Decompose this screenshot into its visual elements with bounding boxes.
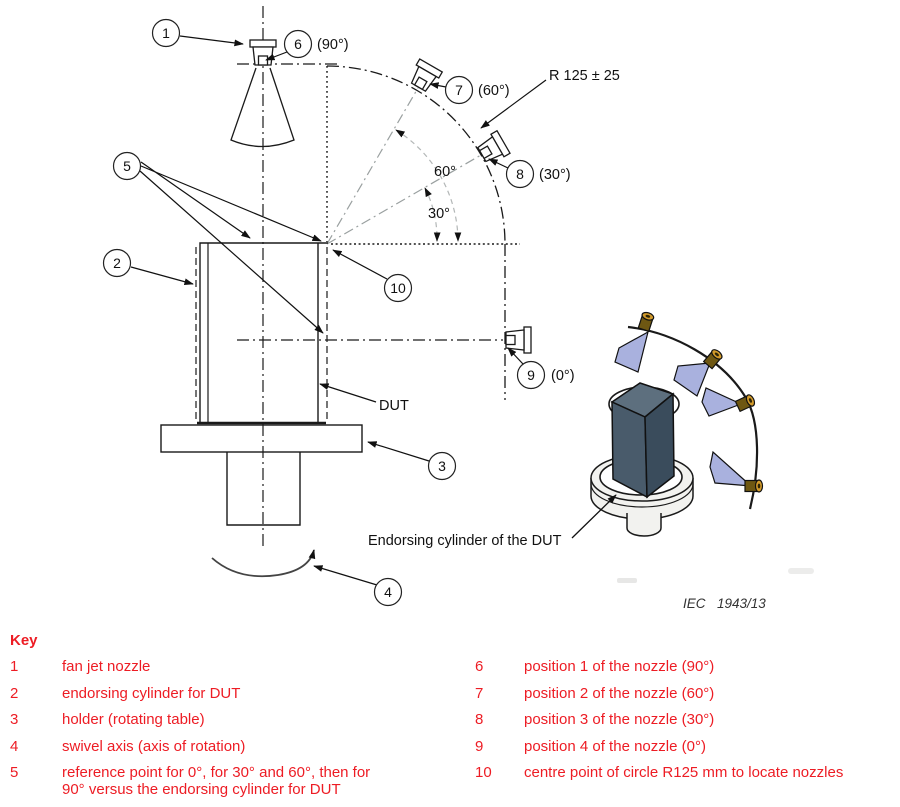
key-item-num: 6 bbox=[475, 658, 484, 675]
figure-caption-number: 1943/13 bbox=[717, 596, 766, 611]
dim-arc-30 bbox=[424, 187, 441, 242]
iso-nozzle-0 bbox=[744, 479, 764, 493]
key-item-6: 6 position 1 of the nozzle (90°) bbox=[475, 658, 843, 675]
pos-90-label: (90°) bbox=[317, 37, 349, 53]
endorsing-label: Endorsing cylinder of the DUT bbox=[368, 533, 562, 549]
key-item-num: 4 bbox=[10, 737, 19, 755]
iso-nozzle-60 bbox=[702, 349, 723, 370]
key-column-left: 1 fan jet nozzle 2 endorsing cylinder fo… bbox=[10, 658, 394, 807]
callout-1: 1 bbox=[162, 25, 170, 41]
dut-box-isometric bbox=[610, 382, 675, 499]
angle-30-label: 30° bbox=[428, 206, 450, 222]
test-setup-diagram: 60° 30° 1 bbox=[102, 6, 814, 611]
r125-leader bbox=[480, 79, 547, 129]
dut-leader bbox=[319, 383, 377, 403]
spray-cone bbox=[230, 67, 295, 148]
key-column-right: 6 position 1 of the nozzle (90°) 7 posit… bbox=[475, 658, 843, 791]
key-item-10: 10 centre point of circle R125 mm to loc… bbox=[475, 764, 843, 781]
callout-2: 2 bbox=[113, 255, 121, 271]
callout-10: 10 bbox=[390, 280, 406, 296]
key-item-9: 9 position 4 of the nozzle (0°) bbox=[475, 738, 843, 755]
isometric-illustration bbox=[590, 311, 764, 537]
key-item-text: centre point of circle R125 mm to locate… bbox=[524, 764, 844, 781]
spray-60 bbox=[673, 362, 711, 397]
r125-label: R 125 ± 25 bbox=[549, 68, 620, 84]
key-item-num: 1 bbox=[10, 658, 19, 675]
key-item-num: 2 bbox=[10, 684, 19, 702]
radial-60-line bbox=[326, 87, 419, 245]
callout-4: 4 bbox=[384, 584, 392, 600]
callout-5: 5 bbox=[123, 158, 131, 174]
callout-6: 6 bbox=[294, 36, 302, 52]
key-item-num: 3 bbox=[10, 711, 19, 728]
callout-3: 3 bbox=[438, 458, 446, 474]
key-item-num: 7 bbox=[475, 684, 484, 702]
key-section: Key 1 fan jet nozzle 2 endorsing cylinde… bbox=[10, 632, 894, 798]
callout-7: 7 bbox=[455, 82, 463, 98]
dim-arc-60 bbox=[395, 129, 462, 242]
key-item-4: 4 swivel axis (axis of rotation) bbox=[10, 738, 394, 755]
key-item-text: reference point for 0°, for 30° and 60°,… bbox=[62, 764, 371, 798]
fan-jet-nozzle-90 bbox=[249, 39, 277, 66]
key-item-text: fan jet nozzle bbox=[62, 658, 151, 675]
callouts: 1 6 (90°) 7 (60°) 8 (30°) 9 (0°) bbox=[102, 18, 575, 607]
callout-9: 9 bbox=[527, 367, 535, 383]
iso-nozzle-30 bbox=[734, 394, 756, 413]
key-item-num: 5 bbox=[10, 764, 19, 781]
spray-0 bbox=[709, 450, 753, 487]
holder-shaft bbox=[226, 452, 301, 526]
dut-label: DUT bbox=[379, 398, 409, 414]
key-item-2: 2 endorsing cylinder for DUT bbox=[10, 685, 394, 702]
key-item-7: 7 position 2 of the nozzle (60°) bbox=[475, 685, 843, 702]
endorsing-cylinder-2d bbox=[195, 242, 503, 425]
pos-60-label: (60°) bbox=[478, 83, 510, 99]
key-item-1: 1 fan jet nozzle bbox=[10, 658, 394, 675]
iso-nozzle-90 bbox=[637, 311, 655, 333]
angle-60-label: 60° bbox=[434, 164, 456, 180]
spray-30 bbox=[701, 387, 743, 417]
key-item-num: 8 bbox=[475, 711, 484, 728]
key-item-num: 9 bbox=[475, 737, 484, 755]
key-item-text: position 3 of the nozzle (30°) bbox=[524, 711, 715, 728]
swivel-rotation-arrow bbox=[211, 549, 316, 578]
scan-artifact bbox=[788, 568, 814, 574]
callout-8: 8 bbox=[516, 166, 524, 182]
key-item-text: position 1 of the nozzle (90°) bbox=[524, 658, 715, 675]
scan-artifact bbox=[617, 578, 637, 583]
key-item-text: endorsing cylinder for DUT bbox=[62, 684, 241, 702]
pos-30-label: (30°) bbox=[539, 167, 571, 183]
key-item-8: 8 position 3 of the nozzle (30°) bbox=[475, 711, 843, 728]
key-item-3: 3 holder (rotating table) bbox=[10, 711, 394, 728]
radial-30-line bbox=[326, 154, 482, 245]
endorsing-leader bbox=[571, 494, 617, 539]
key-item-num: 10 bbox=[475, 764, 492, 781]
key-item-text: swivel axis (axis of rotation) bbox=[62, 737, 246, 755]
key-item-text: position 4 of the nozzle (0°) bbox=[524, 737, 706, 755]
figure-caption-prefix: IEC bbox=[683, 596, 706, 611]
holder-table bbox=[160, 424, 363, 453]
key-item-5: 5 reference point for 0°, for 30° and 60… bbox=[10, 764, 394, 798]
key-title: Key bbox=[10, 632, 38, 649]
r125-arc bbox=[326, 65, 506, 245]
pos-0-label: (0°) bbox=[551, 368, 575, 384]
key-item-text: holder (rotating table) bbox=[62, 711, 205, 728]
key-item-text: position 2 of the nozzle (60°) bbox=[524, 684, 715, 702]
spray-90 bbox=[614, 330, 649, 373]
